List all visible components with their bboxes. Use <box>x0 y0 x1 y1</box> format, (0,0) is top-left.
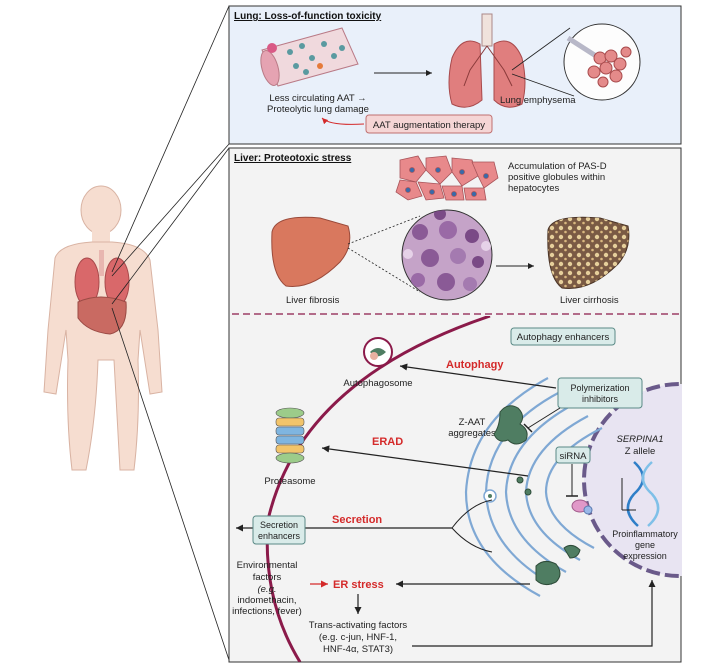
hepatocytes-illustration <box>395 155 499 201</box>
human-body-illustration <box>43 185 163 471</box>
er-stress-label: ER stress <box>333 579 384 591</box>
accumulation-label-2: positive globules within <box>508 172 605 183</box>
polymerization-label-2: inhibitors <box>582 394 619 404</box>
liver-cirrhosis-label: Liver cirrhosis <box>560 295 619 306</box>
lung-emphysema-label: Lung emphysema <box>500 95 576 106</box>
environmental-label-2: factors <box>253 572 282 583</box>
zaat-label-1: Z-AAT <box>459 417 486 428</box>
proinflammatory-label-1: Proinflammatory <box>612 529 678 539</box>
erad-label: ERAD <box>372 436 403 448</box>
liver-fibrosis-illustration <box>271 216 351 287</box>
autophagy-enhancers-label: Autophagy enhancers <box>517 332 610 343</box>
lung-panel: Lung: Loss-of-function toxicity Less cir… <box>228 5 682 145</box>
proinflammatory-label-2: gene <box>635 540 655 550</box>
environmental-label-4: indomethacin, <box>237 595 296 606</box>
secretion-enhancers-label-1: Secretion <box>260 520 298 530</box>
polymerization-inhibitors-box <box>557 377 643 409</box>
cell-mechanism: Autophagy enhancers Autophagosome Autoph… <box>232 316 682 662</box>
trans-activating-label-2: (e.g. c-jun, HNF-1, <box>319 632 397 643</box>
lungs-illustration <box>448 13 526 108</box>
accumulation-label-3: hepatocytes <box>508 183 559 194</box>
dna-helix-icon <box>626 461 660 527</box>
cell-membrane <box>265 316 491 662</box>
therapy-arrow <box>321 117 365 125</box>
ribosome-icon <box>571 499 593 515</box>
erad-arrow <box>321 445 529 477</box>
sirna-box <box>555 446 591 464</box>
proteasome-label: Proteasome <box>264 476 315 487</box>
trans-activating-label-1: Trans-activating factors <box>309 620 408 631</box>
autophagosome-label: Autophagosome <box>343 378 412 389</box>
environmental-label-5: infections, fever) <box>232 606 302 617</box>
alveoli-zoom <box>511 23 641 101</box>
zaat-aggregate-icon <box>493 405 581 586</box>
secretion-label: Secretion <box>332 514 382 526</box>
polymerization-label-1: Polymerization <box>570 383 629 393</box>
proteasome-icon <box>275 407 305 464</box>
nucleus <box>582 382 682 578</box>
environmental-label-1: Environmental <box>237 560 298 571</box>
lung-panel-title: Lung: Loss-of-function toxicity <box>234 11 382 22</box>
aat-augmentation-therapy-box <box>365 114 493 134</box>
proteolytic-damage-label: Proteolytic lung damage <box>267 104 369 115</box>
zoom-lines <box>111 5 230 661</box>
aat-augmentation-therapy-label: AAT augmentation therapy <box>373 120 485 131</box>
trans-activating-label-3: HNF-4α, STAT3) <box>323 644 393 655</box>
z-allele-label: Z allele <box>625 446 656 457</box>
proinflammatory-label-3: expression <box>623 551 667 561</box>
less-circulating-aat-label: Less circulating AAT → <box>269 93 366 104</box>
environmental-label-3: (e.g. <box>257 584 276 595</box>
blood-vessel-illustration <box>260 27 359 87</box>
inhibition-line <box>527 407 561 429</box>
nucleus-feedback-arrow <box>412 580 656 647</box>
serpina1-label: SERPINA1 <box>617 434 664 445</box>
autophagy-label: Autophagy <box>446 359 504 371</box>
autophagy-arrow <box>399 363 557 389</box>
autophagy-enhancers-box <box>510 327 616 346</box>
sirna-label: siRNA <box>560 451 588 462</box>
zaat-label-2: aggregates <box>448 428 496 439</box>
liver-micrograph <box>401 209 493 301</box>
liver-panel-title: Liver: Proteotoxic stress <box>234 153 352 164</box>
liver-fibrosis-label: Liver fibrosis <box>286 295 340 306</box>
secretion-enhancers-box <box>252 515 306 545</box>
secretion-enhancers-label-2: enhancers <box>258 531 301 541</box>
accumulation-label-1: Accumulation of PAS-D <box>508 161 607 172</box>
